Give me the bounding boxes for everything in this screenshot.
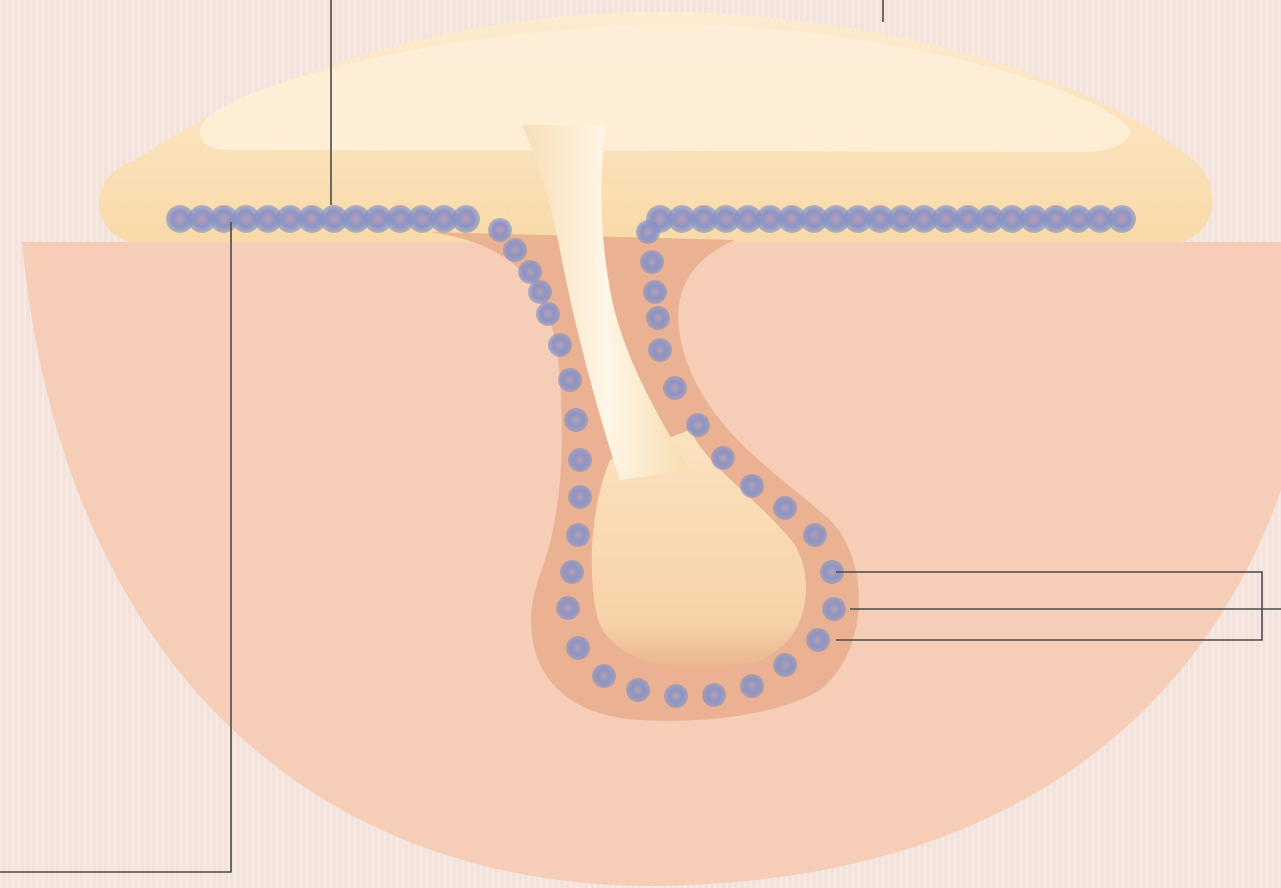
basal-cell xyxy=(773,496,797,520)
basal-cell xyxy=(568,485,592,509)
basal-cell xyxy=(711,446,735,470)
basal-cell xyxy=(528,280,552,304)
basal-cell xyxy=(640,250,664,274)
basal-cell xyxy=(664,684,688,708)
basal-cell xyxy=(773,653,797,677)
basal-cell xyxy=(626,678,650,702)
basal-cell xyxy=(663,376,687,400)
basal-cell xyxy=(568,448,592,472)
basal-cell xyxy=(560,560,584,584)
basal-cell xyxy=(548,333,572,357)
basal-cell xyxy=(452,205,480,233)
basal-cell xyxy=(740,674,764,698)
basal-cell xyxy=(536,302,560,326)
basal-cell xyxy=(592,664,616,688)
basal-cell xyxy=(503,238,527,262)
basal-cell xyxy=(1108,205,1136,233)
basal-cell xyxy=(556,596,580,620)
basal-cell xyxy=(566,636,590,660)
basal-cell xyxy=(636,220,660,244)
basal-cell xyxy=(740,474,764,498)
basal-cell xyxy=(702,683,726,707)
basal-cell xyxy=(646,306,670,330)
basal-cell xyxy=(686,413,710,437)
basal-cell xyxy=(822,597,846,621)
basal-cell xyxy=(806,628,830,652)
basal-cell xyxy=(558,368,582,392)
basal-cell xyxy=(564,408,588,432)
basal-cell xyxy=(803,523,827,547)
basal-cell xyxy=(488,218,512,242)
basal-cell xyxy=(648,338,672,362)
basal-cell xyxy=(566,523,590,547)
basal-cell xyxy=(643,280,667,304)
